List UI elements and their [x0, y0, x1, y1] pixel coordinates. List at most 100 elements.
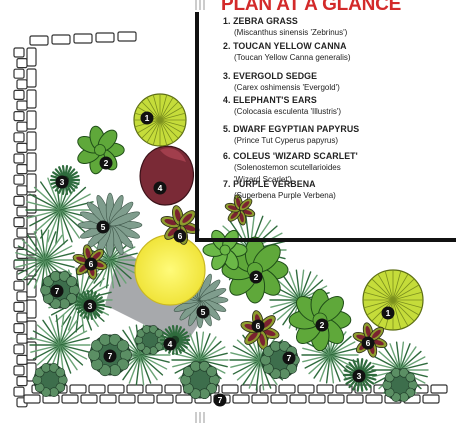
- svg-text:2: 2: [254, 272, 259, 282]
- svg-text:3: 3: [357, 371, 362, 381]
- number-badge-icon: 3: [352, 369, 366, 383]
- legend-plant-name: 3. EVERGOLD SEDGE: [223, 71, 318, 81]
- number-badge-icon: 5: [96, 220, 110, 234]
- legend-plant-botanical: (Carex oshimensis 'Evergold'): [234, 83, 340, 92]
- brick: [26, 173, 37, 193]
- brick: [13, 217, 25, 228]
- brick: [26, 152, 37, 172]
- svg-text:7: 7: [287, 353, 292, 363]
- legend-entry-1: 1. ZEBRA GRASS (Miscanthus sinensis 'Zebr…: [223, 16, 451, 39]
- svg-text:5: 5: [101, 222, 106, 232]
- verbena-plant: [134, 325, 166, 355]
- brick: [16, 206, 28, 217]
- number-badge-icon: 7: [282, 351, 296, 365]
- brick: [422, 394, 440, 404]
- zebra-grass-plant: [133, 93, 187, 147]
- svg-text:3: 3: [60, 177, 65, 187]
- coleus-plant: [240, 310, 280, 350]
- canna-plant: [288, 288, 352, 352]
- brick: [80, 394, 98, 404]
- brick: [16, 291, 28, 302]
- svg-text:1: 1: [386, 308, 391, 318]
- brick: [16, 79, 28, 90]
- brick: [13, 153, 25, 164]
- canna-plant: [77, 125, 125, 175]
- brick: [13, 132, 25, 143]
- brick: [16, 376, 28, 387]
- brick: [175, 394, 193, 404]
- legend-plant-name: 1. ZEBRA GRASS: [223, 16, 298, 26]
- number-badge-icon: 1: [140, 111, 154, 125]
- brick: [69, 384, 87, 394]
- sedge-clump-bg: [29, 314, 91, 376]
- number-badge-icon: 6: [251, 319, 265, 333]
- brick: [13, 344, 25, 355]
- bed-outline: [195, 0, 456, 423]
- brick: [126, 384, 144, 394]
- number-badge-icon: 4: [153, 181, 167, 195]
- brick: [16, 121, 28, 132]
- number-badge-icon: 3: [83, 299, 97, 313]
- brick: [270, 394, 288, 404]
- coleus-plant: [160, 205, 200, 245]
- brick: [13, 301, 25, 312]
- legend-plant-botanical: 'Wizard Scarlet'): [234, 174, 292, 184]
- brick: [13, 280, 25, 291]
- legend-plant-name: 4. ELEPHANT'S EARS: [223, 95, 317, 105]
- legend-plant-name: 5. DWARF EGYPTIAN PAPYRUS: [223, 124, 360, 134]
- brick: [99, 394, 117, 404]
- brick: [13, 89, 25, 101]
- legend-plant-botanical: (Superbena Purple Verbena): [234, 191, 336, 200]
- brick: [16, 354, 28, 365]
- number-badge-icon: 6: [173, 229, 187, 243]
- brick: [164, 384, 182, 394]
- svg-text:7: 7: [55, 286, 60, 296]
- brick: [26, 89, 37, 109]
- brick: [26, 47, 37, 67]
- legend-plant-name: 2. TOUCAN YELLOW CANNA: [223, 41, 347, 51]
- brick: [26, 110, 37, 130]
- svg-text:6: 6: [366, 338, 371, 348]
- legend-plant-botanical: (Toucan Yellow Canna generalis): [234, 53, 351, 62]
- legend-plant-name: 6. COLEUS 'WIZARD SCARLET': [223, 151, 358, 161]
- brick-border: [13, 31, 448, 408]
- brick: [251, 394, 269, 404]
- bed-edge-line: [195, 12, 456, 242]
- number-badge-icon: 7: [213, 393, 227, 407]
- brick: [26, 131, 37, 151]
- legend-entry-6: 6. COLEUS 'WIZARD SCARLET' (Solenostemon …: [223, 151, 451, 185]
- sedge-clump-bg: [14, 229, 76, 291]
- brick: [232, 394, 250, 404]
- brick: [316, 384, 334, 394]
- brick: [73, 33, 93, 44]
- svg-text:6: 6: [89, 259, 94, 269]
- svg-text:3: 3: [88, 301, 93, 311]
- brick: [13, 238, 25, 249]
- number-badge-icon: 2: [315, 318, 329, 332]
- legend-plant-botanical: (Solenostemon scutellarioides: [234, 163, 341, 172]
- number-badge-icon: 4: [163, 337, 177, 351]
- brick: [156, 394, 174, 404]
- svg-text:7: 7: [218, 395, 223, 405]
- brick: [26, 320, 37, 340]
- brick: [221, 384, 239, 394]
- brick: [61, 394, 79, 404]
- brick: [88, 384, 106, 394]
- legend-entry-3: 3. EVERGOLD SEDGE (Carex oshimensis 'Ever…: [223, 71, 451, 94]
- brick: [430, 384, 448, 394]
- brick: [13, 174, 25, 185]
- verbena-plant: [180, 360, 220, 400]
- zebra-grass-plant: [362, 269, 424, 331]
- legend-entry-5: 5. DWARF EGYPTIAN PAPYRUS(Prince Tut Cyp…: [223, 124, 451, 147]
- brick: [16, 312, 28, 323]
- brick: [137, 394, 155, 404]
- brick: [118, 394, 136, 404]
- number-badge-icon: 6: [84, 257, 98, 271]
- brick: [51, 34, 71, 45]
- brick: [16, 142, 28, 153]
- brick: [23, 394, 41, 404]
- svg-text:4: 4: [158, 183, 163, 193]
- legend-plant-botanical: (Miscanthus sinensis 'Zebrinus'): [234, 28, 348, 37]
